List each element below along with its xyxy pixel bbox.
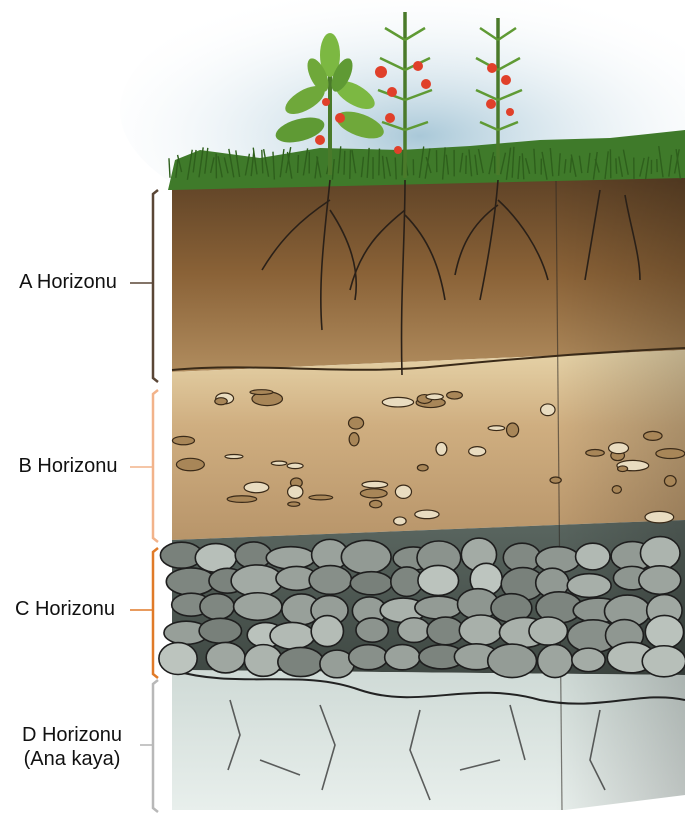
pebble xyxy=(172,436,194,444)
pebble xyxy=(488,426,505,431)
stone xyxy=(266,547,315,569)
pebble xyxy=(612,486,621,494)
soil-block xyxy=(172,175,685,810)
stone xyxy=(385,645,420,670)
stone xyxy=(529,617,568,645)
pebble xyxy=(309,495,333,500)
pebble xyxy=(415,510,439,519)
stone xyxy=(418,565,459,595)
pebble xyxy=(349,417,364,429)
pebble xyxy=(436,442,447,455)
stone xyxy=(349,645,388,670)
horizon-d-sublabel: (Ana kaya) xyxy=(4,748,140,771)
horizon-a-label: A Horizonu xyxy=(6,271,130,294)
stone xyxy=(576,543,610,570)
stone xyxy=(159,643,197,675)
pebble xyxy=(287,463,303,469)
stone xyxy=(356,618,388,642)
stone xyxy=(234,593,282,621)
stone xyxy=(538,645,573,678)
grass-blade xyxy=(344,151,345,175)
horizon-c-label: C Horizonu xyxy=(0,598,130,621)
pebble xyxy=(644,431,663,440)
stone xyxy=(341,540,391,573)
pebble xyxy=(664,476,676,487)
pebble xyxy=(244,482,269,493)
stone xyxy=(645,615,683,648)
pebble xyxy=(360,489,387,498)
stone xyxy=(398,618,430,643)
pebble xyxy=(227,496,257,503)
pebble xyxy=(447,391,463,399)
pebble xyxy=(349,433,359,446)
stone xyxy=(567,574,611,598)
horizon-a-bracket xyxy=(130,190,158,382)
pebble xyxy=(426,394,443,400)
stone xyxy=(200,594,234,620)
pebble xyxy=(618,466,628,472)
stone xyxy=(278,647,324,676)
stone xyxy=(309,566,351,595)
grass-blade xyxy=(379,149,380,176)
horizon-c-bracket xyxy=(130,548,158,678)
stone xyxy=(642,646,685,677)
grass-blade xyxy=(616,158,617,173)
pebble xyxy=(382,397,413,407)
pebble xyxy=(550,477,561,483)
horizon-d-bracket xyxy=(140,680,158,812)
pebble xyxy=(507,423,519,437)
pebble xyxy=(288,485,303,498)
grass-blade xyxy=(350,150,351,179)
stone xyxy=(206,642,245,672)
stone xyxy=(199,618,241,643)
pebble xyxy=(469,447,486,456)
stone xyxy=(459,615,502,645)
pebble xyxy=(176,458,204,470)
pebble xyxy=(541,404,555,416)
pebble xyxy=(395,485,411,498)
pebble xyxy=(250,390,273,395)
stone xyxy=(415,596,462,619)
pebble xyxy=(417,464,428,470)
stone xyxy=(572,648,605,671)
pebble xyxy=(370,500,382,507)
pebble xyxy=(215,398,227,405)
grass-blade xyxy=(395,158,396,180)
pebble xyxy=(271,461,287,465)
stone xyxy=(270,622,315,649)
pebble xyxy=(394,517,407,525)
stone xyxy=(639,566,681,594)
pebble xyxy=(609,443,629,454)
stone xyxy=(311,616,343,647)
grass-blade xyxy=(298,155,299,173)
horizon-b-bracket xyxy=(130,390,158,542)
pebble xyxy=(656,449,685,459)
pebble xyxy=(586,450,605,457)
stone xyxy=(244,645,282,677)
stone xyxy=(640,537,680,570)
stone xyxy=(350,572,392,595)
horizon-d-label: D Horizonu xyxy=(4,724,140,747)
horizon-b-label: B Horizonu xyxy=(6,455,130,478)
pebble xyxy=(288,502,300,506)
stone xyxy=(488,644,537,677)
pebble xyxy=(645,511,674,522)
stone xyxy=(231,565,283,597)
pebble xyxy=(225,454,243,458)
pebble xyxy=(362,481,388,488)
